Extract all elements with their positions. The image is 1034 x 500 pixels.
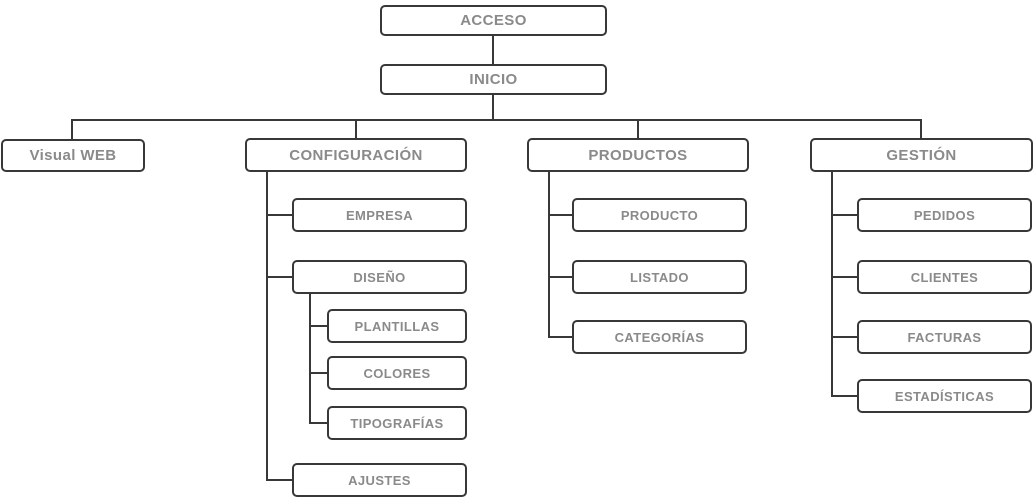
node-clientes: CLIENTES xyxy=(857,260,1032,294)
stub-clientes xyxy=(831,276,857,278)
stub-facturas xyxy=(831,336,857,338)
stub-plantillas xyxy=(309,325,327,327)
node-productos: PRODUCTOS xyxy=(527,138,749,172)
spine-configuracion xyxy=(266,172,268,481)
node-listado: LISTADO xyxy=(572,260,747,294)
stub-tipografias xyxy=(309,422,327,424)
spine-gestion xyxy=(831,172,833,397)
stub-diseno xyxy=(266,276,292,278)
connector-acceso-inicio xyxy=(492,36,494,64)
drop-configuracion xyxy=(355,119,357,138)
spine-productos xyxy=(548,172,550,338)
node-facturas: FACTURAS xyxy=(857,320,1032,354)
connector-inicio-branches xyxy=(492,95,494,120)
stub-ajustes xyxy=(266,479,292,481)
drop-productos xyxy=(637,119,639,138)
node-tipografias: TIPOGRAFÍAS xyxy=(327,406,467,440)
node-acceso: ACCESO xyxy=(380,5,607,36)
stub-empresa xyxy=(266,214,292,216)
node-categorias: CATEGORÍAS xyxy=(572,320,747,354)
stub-colores xyxy=(309,372,327,374)
node-colores: COLORES xyxy=(327,356,467,390)
node-pedidos: PEDIDOS xyxy=(857,198,1032,232)
drop-visual-web xyxy=(71,119,73,139)
node-empresa: EMPRESA xyxy=(292,198,467,232)
spine-diseno xyxy=(309,294,311,424)
stub-pedidos xyxy=(831,214,857,216)
stub-categorias xyxy=(548,336,572,338)
drop-gestion xyxy=(920,119,922,138)
node-diseno: DISEÑO xyxy=(292,260,467,294)
node-configuracion: CONFIGURACIÓN xyxy=(245,138,467,172)
node-ajustes: AJUSTES xyxy=(292,463,467,497)
node-estadisticas: ESTADÍSTICAS xyxy=(857,379,1032,413)
branch-bus-line xyxy=(71,119,922,121)
node-plantillas: PLANTILLAS xyxy=(327,309,467,343)
stub-listado xyxy=(548,276,572,278)
stub-producto xyxy=(548,214,572,216)
node-inicio: INICIO xyxy=(380,64,607,95)
node-gestion: GESTIÓN xyxy=(810,138,1033,172)
stub-estadisticas xyxy=(831,395,857,397)
node-visual-web: Visual WEB xyxy=(1,139,145,172)
node-producto: PRODUCTO xyxy=(572,198,747,232)
